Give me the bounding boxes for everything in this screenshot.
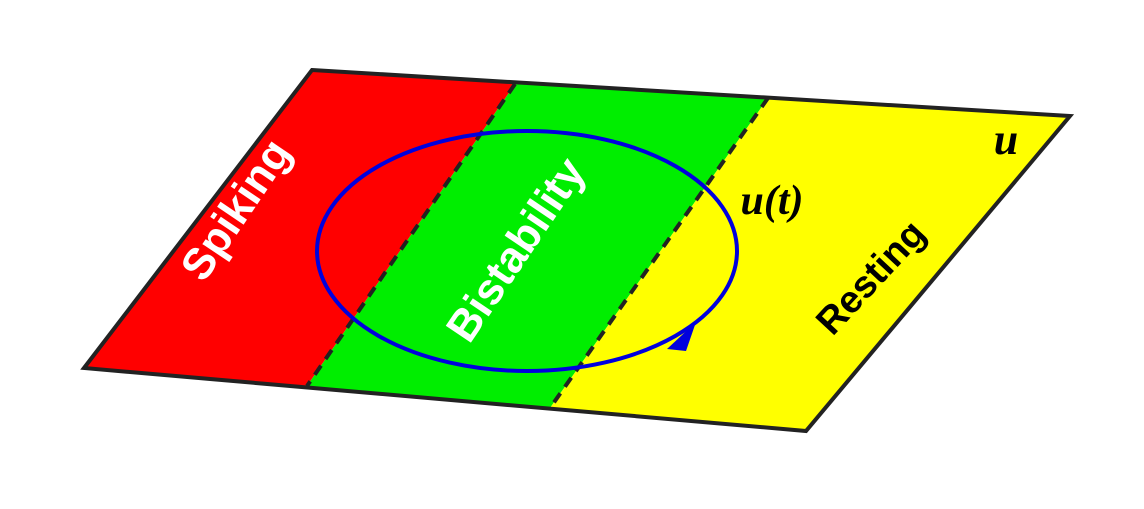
- bistability-resting-boundary: [548, 96, 770, 410]
- bistability-region: [307, 84, 768, 408]
- plane-outline: [80, 67, 1075, 434]
- trajectory-orbit: [315, 129, 739, 373]
- trajectory-label: u(t): [741, 178, 804, 224]
- spiking-region: [84, 70, 515, 386]
- parameter-u-label: u: [994, 115, 1018, 164]
- arrowhead-icon: [667, 322, 696, 351]
